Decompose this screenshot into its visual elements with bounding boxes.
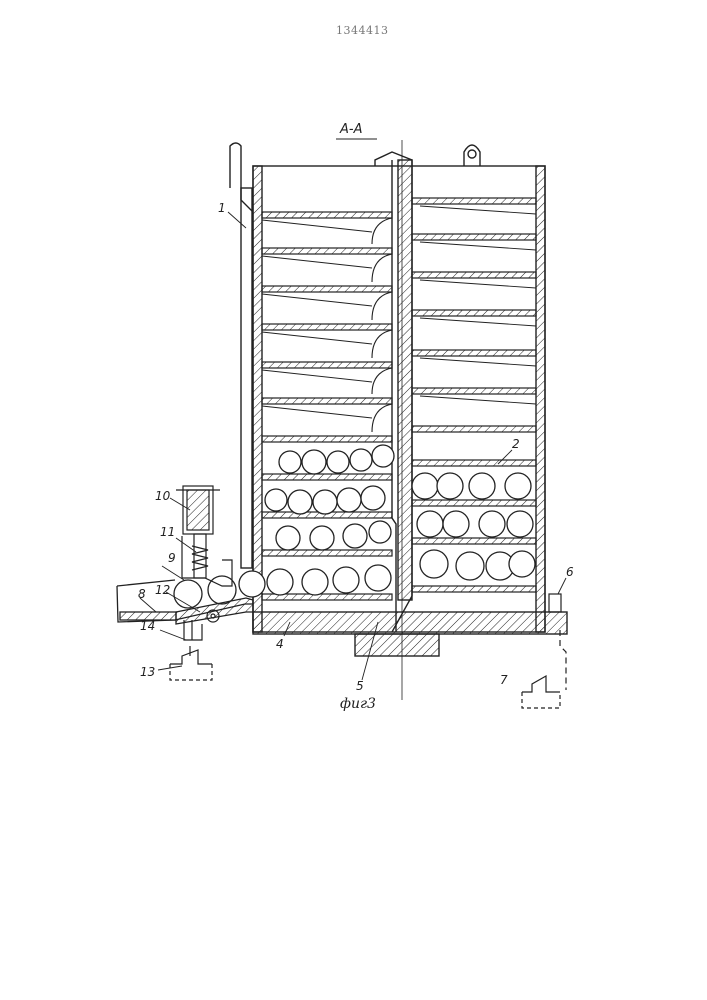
label-12: 12 [155,583,170,597]
rod-1 [241,188,252,568]
label-14: 14 [140,619,155,633]
switch-7 [522,676,560,708]
label-2: 2 [512,437,520,451]
switch-13 [170,646,212,680]
label-8: 8 [138,587,146,601]
label-13: 13 [140,665,155,679]
figure-caption: фиг3 [340,696,376,712]
label-11: 11 [160,525,175,539]
balls [174,445,535,608]
label-1: 1 [218,201,226,215]
patent-number: 1344413 [336,24,389,37]
right-wall [536,166,545,632]
label-7: 7 [500,673,508,687]
label-4: 4 [276,637,284,651]
label-6: 6 [566,565,574,579]
label-5: 5 [356,679,364,693]
lifting-eye [464,145,480,166]
section-label: А-А [339,122,362,137]
base-plate [253,612,567,634]
label-10: 10 [155,489,171,503]
spring-assembly [176,486,232,586]
left-wall [253,166,262,632]
base-foot [355,634,439,656]
sensor-6 [549,594,566,690]
label-9: 9 [168,551,176,565]
